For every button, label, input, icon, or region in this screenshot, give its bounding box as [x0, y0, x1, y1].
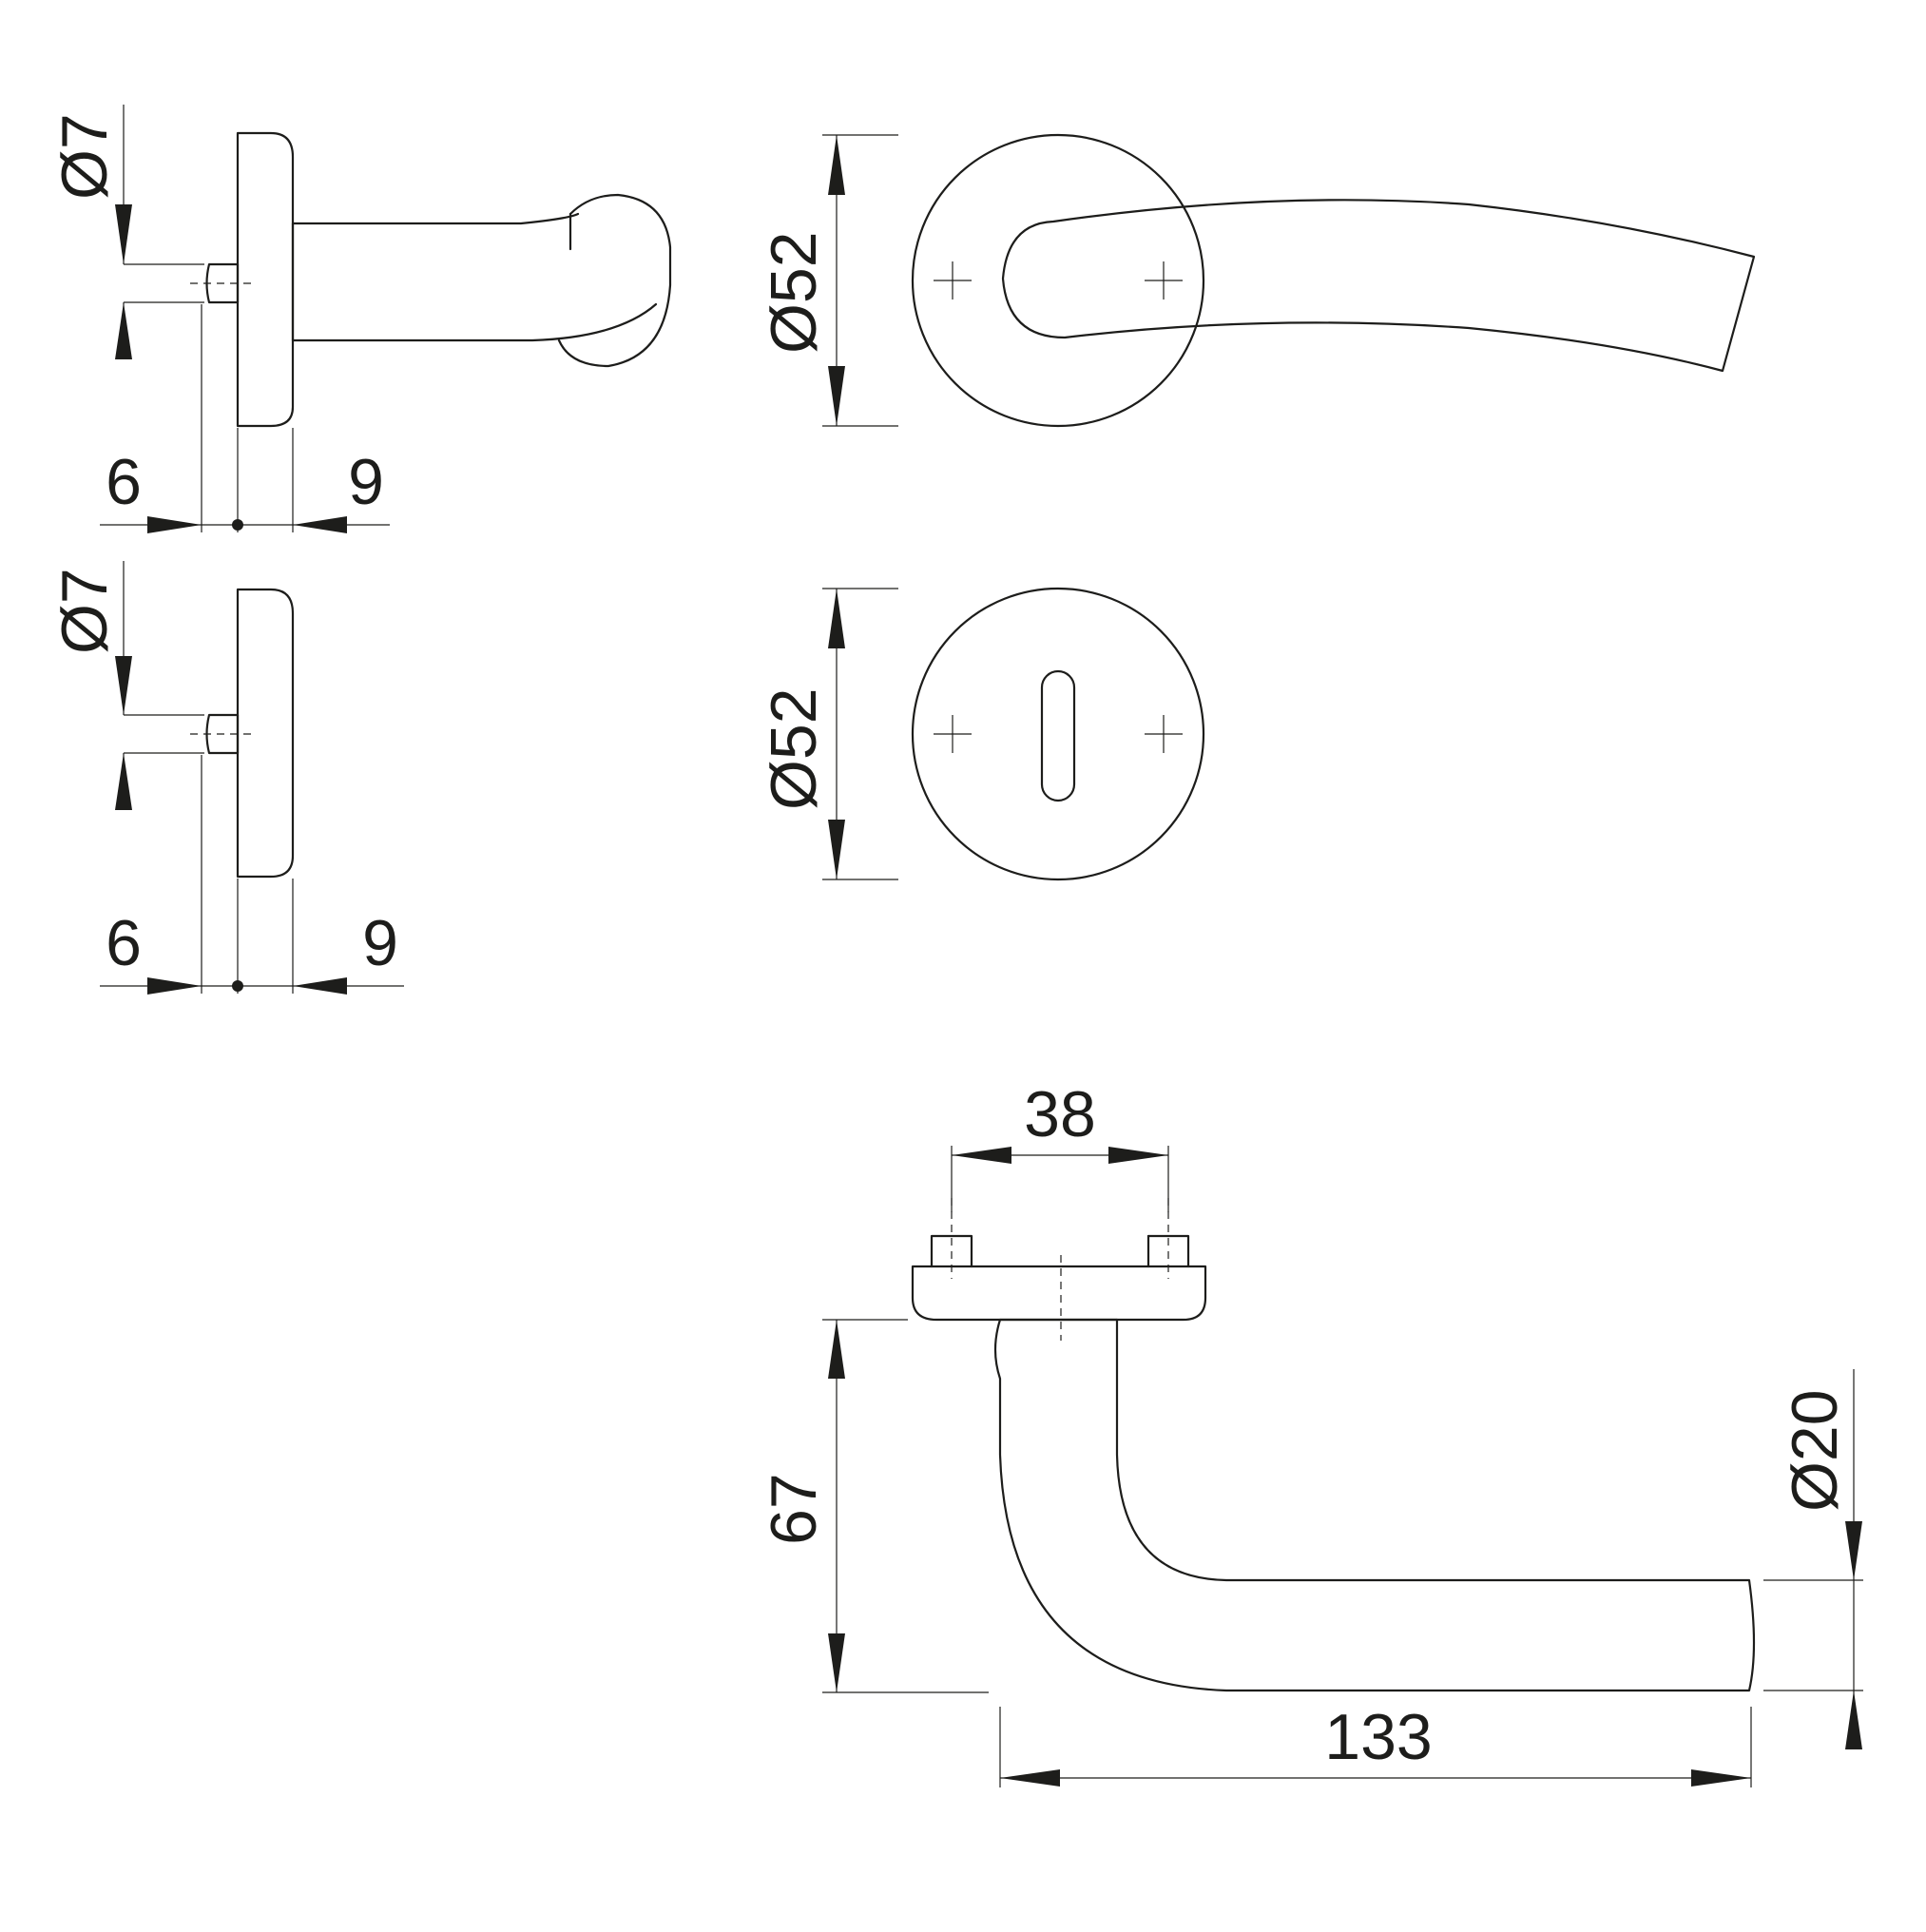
height-label: 67	[758, 1473, 830, 1545]
pin-diameter-label: Ø7	[48, 568, 121, 654]
rose-diameter-label: Ø52	[758, 687, 830, 810]
keyhole-slot	[1040, 669, 1076, 802]
screw-spacing-label: 38	[1024, 1078, 1096, 1150]
length-label: 133	[1324, 1701, 1432, 1773]
screw-mark	[934, 261, 972, 299]
lever-front	[1001, 199, 1756, 373]
top-view-lever: 38 67 133 Ø20	[758, 1078, 1863, 1787]
rose-plate-side	[236, 131, 295, 428]
front-view-keyhole: Ø52	[758, 587, 1205, 881]
right-offset-label: 9	[362, 907, 398, 979]
grip-diameter-label: Ø20	[1779, 1389, 1851, 1512]
screw-mark	[1145, 261, 1183, 299]
side-view-lever: Ø7 6 9	[48, 105, 672, 533]
left-offset-label: 6	[106, 907, 142, 979]
rose-circle	[911, 587, 1205, 881]
lever-neck-side	[291, 212, 580, 225]
pin-side	[205, 713, 240, 755]
rose-diameter-label: Ø52	[758, 231, 830, 354]
screw-mark	[1145, 715, 1183, 753]
screw-mark	[934, 715, 972, 753]
lever-top	[993, 1318, 1756, 1692]
pin-side	[205, 262, 240, 304]
right-offset-label: 9	[348, 446, 384, 518]
rose-plate-side	[236, 588, 295, 879]
lever-end-side	[557, 193, 672, 368]
front-view-lever: Ø52	[758, 133, 1756, 428]
rose-base-top	[911, 1265, 1207, 1322]
rose-circle	[911, 133, 1205, 428]
screw-post	[1146, 1234, 1190, 1268]
screw-post	[930, 1234, 973, 1268]
pin-diameter-label: Ø7	[48, 113, 121, 200]
left-offset-label: 6	[106, 446, 142, 518]
side-view-keyhole: Ø7 6 9	[48, 561, 404, 995]
